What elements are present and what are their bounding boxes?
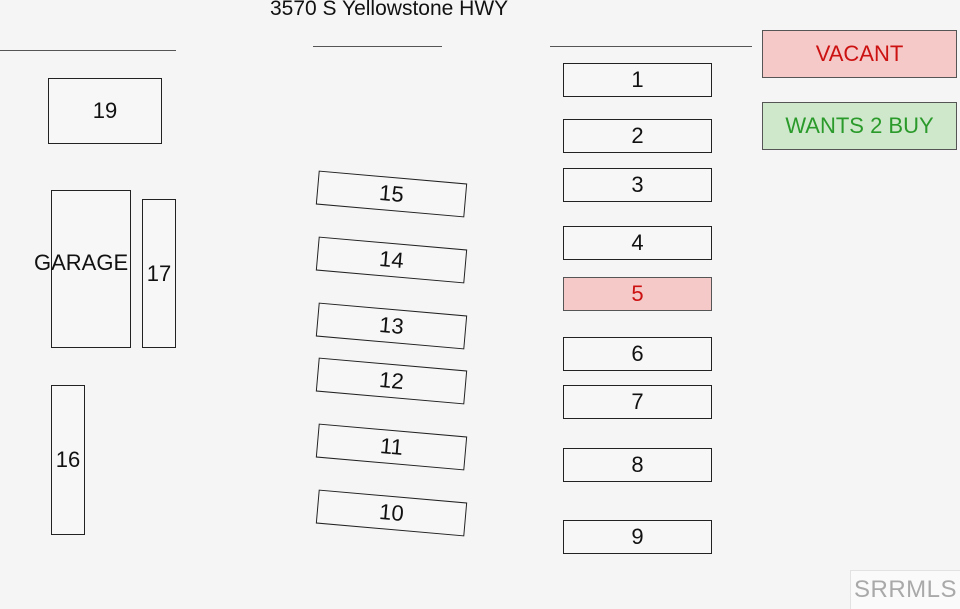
lot-17: 17	[142, 199, 176, 348]
lot-14: 14	[315, 236, 468, 284]
lot-19: 19	[48, 78, 162, 144]
lot-12: 12	[315, 357, 468, 405]
lot-6: 6	[563, 337, 712, 371]
lot-9: 9	[563, 520, 712, 554]
lot-10: 10	[315, 489, 468, 537]
lot-5: 5	[563, 277, 712, 311]
lot-11: 11	[315, 423, 468, 471]
garage-label: GARAGE	[34, 250, 129, 275]
legend-vacant: VACANT	[762, 30, 957, 78]
property-address-title: 3570 S Yellowstone HWY	[270, 0, 509, 20]
divider-middle	[313, 46, 442, 47]
garage-outline	[51, 190, 131, 348]
lot-16: 16	[51, 385, 85, 535]
lot-1: 1	[563, 63, 712, 97]
divider-left	[0, 50, 176, 51]
divider-right	[550, 46, 752, 47]
legend-wants-to-buy: WANTS 2 BUY	[762, 102, 957, 150]
lot-8: 8	[563, 448, 712, 482]
lot-2: 2	[563, 119, 712, 153]
lot-15: 15	[315, 170, 468, 218]
lot-7: 7	[563, 385, 712, 419]
lot-3: 3	[563, 168, 712, 202]
lot-13: 13	[315, 302, 468, 350]
watermark-logo: SRRMLS	[850, 570, 960, 609]
lot-4: 4	[563, 226, 712, 260]
